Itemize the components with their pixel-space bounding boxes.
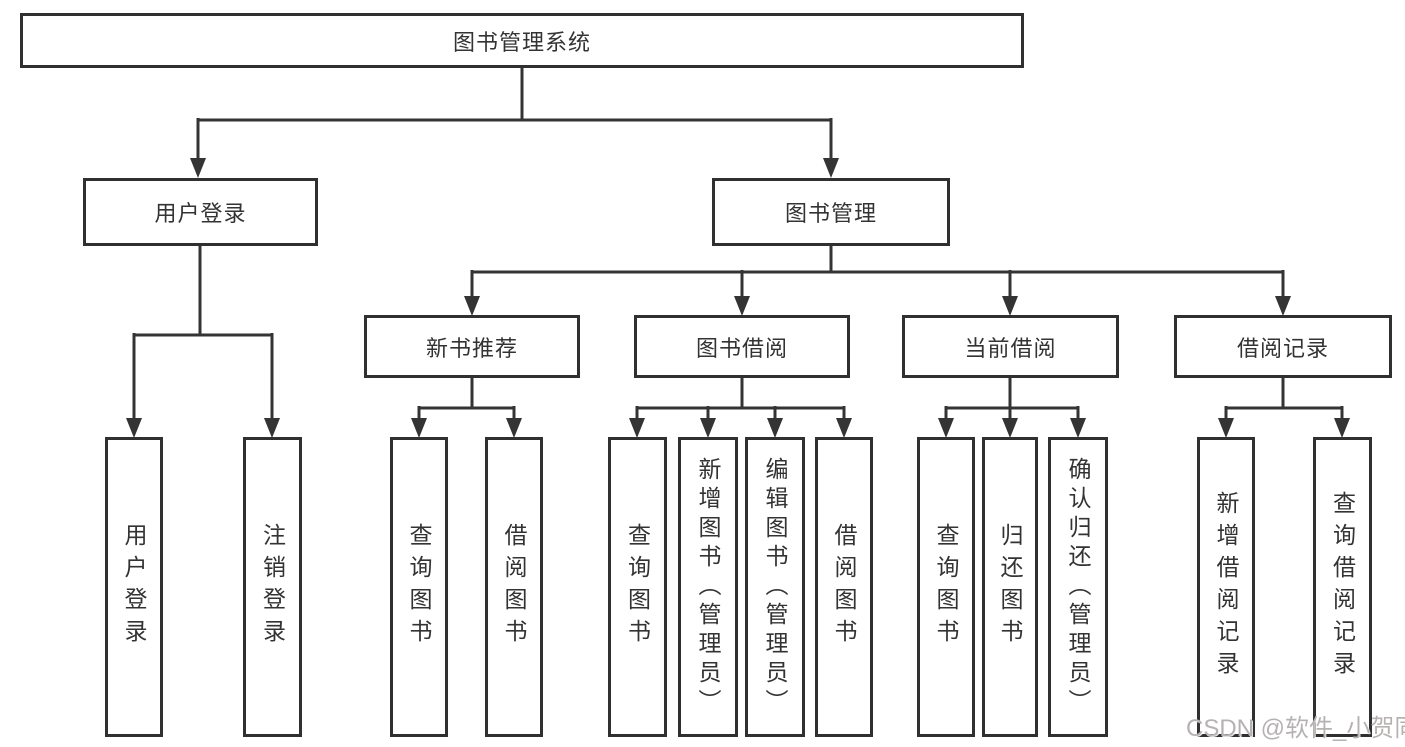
leaf-query-borrow-record-label: 查询借阅记录 xyxy=(1329,491,1356,683)
arrowheads xyxy=(126,158,1350,438)
edge-root-branch xyxy=(196,68,833,162)
leaf-borrow-books-borrowing: 借阅图书 xyxy=(815,437,873,737)
leaf-borrow-books-borrowing-label: 借阅图书 xyxy=(831,523,857,651)
edge-user-login-branch xyxy=(132,246,274,422)
leaf-edit-books-admin-label: 编辑图书（管理员） xyxy=(762,456,788,718)
node-new-book-recommendation: 新书推荐 xyxy=(364,315,580,378)
leaf-add-borrow-record: 新增借阅记录 xyxy=(1197,437,1255,737)
leaf-user-login: 用户登录 xyxy=(105,437,163,737)
leaf-add-books-admin: 新增图书（管理员） xyxy=(678,437,738,737)
node-current-borrowing: 当前借阅 xyxy=(902,315,1119,378)
leaf-query-books-borrowing-label: 查询图书 xyxy=(624,523,651,651)
leaf-query-books-current: 查询图书 xyxy=(917,437,975,737)
arrow-leaf-add-books xyxy=(700,418,716,438)
csdn-watermark: CSDN @软件_小贺同学 xyxy=(1186,715,1405,742)
arrow-new-book xyxy=(464,296,480,316)
leaf-borrow-books-new-book-label: 借阅图书 xyxy=(501,523,527,651)
arrow-leaf-query-books-cb xyxy=(938,418,954,438)
node-new-book-recommendation-label: 新书推荐 xyxy=(425,335,518,361)
leaf-query-books-new-book-label: 查询图书 xyxy=(406,523,432,651)
leaf-user-login-label: 用户登录 xyxy=(121,523,147,651)
leaf-confirm-return-admin-label: 确认归还（管理员） xyxy=(1065,456,1091,718)
leaf-query-borrow-record: 查询借阅记录 xyxy=(1313,437,1372,737)
node-user-login-label: 用户登录 xyxy=(154,201,247,226)
arrow-book-borrowing xyxy=(734,296,750,316)
leaf-logout: 注销登录 xyxy=(243,437,302,737)
edge-borrow-records-branch xyxy=(1224,378,1344,422)
node-library-system-label: 图书管理系统 xyxy=(452,29,591,55)
arrow-leaf-query-books-nb xyxy=(411,418,427,438)
leaf-query-books-borrowing: 查询图书 xyxy=(608,437,667,737)
node-borrowing-records: 借阅记录 xyxy=(1174,315,1392,378)
node-borrowing-records-label: 借阅记录 xyxy=(1236,335,1329,361)
arrow-leaf-query-books-bb xyxy=(629,418,645,438)
leaf-add-books-admin-label: 新增图书（管理员） xyxy=(695,456,721,718)
arrow-leaf-user-login xyxy=(126,418,142,438)
edge-current-borrowing-branch xyxy=(944,378,1080,422)
leaf-query-books-current-label: 查询图书 xyxy=(933,523,959,651)
leaf-add-borrow-record-label: 新增借阅记录 xyxy=(1213,491,1239,683)
arrow-leaf-borrow-books-nb xyxy=(506,418,522,438)
leaf-borrow-books-new-book: 借阅图书 xyxy=(485,437,543,737)
node-current-borrowing-label: 当前借阅 xyxy=(964,335,1057,361)
leaf-return-books: 归还图书 xyxy=(982,437,1038,737)
node-user-login: 用户登录 xyxy=(83,178,318,246)
arrow-user-login xyxy=(190,158,206,178)
arrow-leaf-confirm-return xyxy=(1070,418,1086,438)
arrow-current-borrowing xyxy=(1002,296,1018,316)
edge-book-mgmt-branch xyxy=(470,246,1285,300)
leaf-logout-label: 注销登录 xyxy=(259,523,286,651)
leaf-edit-books-admin: 编辑图书（管理员） xyxy=(745,437,805,737)
node-book-borrowing-label: 图书借阅 xyxy=(695,335,788,361)
arrow-leaf-edit-books xyxy=(767,418,783,438)
arrow-leaf-return-books xyxy=(1002,418,1018,438)
arrow-leaf-query-record xyxy=(1334,418,1350,438)
leaf-return-books-label: 归还图书 xyxy=(997,523,1023,651)
node-library-system: 图书管理系统 xyxy=(20,13,1024,68)
leaf-query-books-new-book: 查询图书 xyxy=(390,437,448,737)
arrow-leaf-borrow-books-bb xyxy=(836,418,852,438)
node-book-management-label: 图书管理 xyxy=(784,201,877,226)
edge-new-book-branch xyxy=(417,378,516,422)
arrow-leaf-add-record xyxy=(1218,418,1234,438)
node-book-borrowing: 图书借阅 xyxy=(634,315,850,378)
arrow-book-mgmt xyxy=(823,158,839,178)
arrow-leaf-logout xyxy=(264,418,280,438)
leaf-confirm-return-admin: 确认归还（管理员） xyxy=(1048,437,1108,737)
node-book-management: 图书管理 xyxy=(712,178,950,246)
edge-book-borrowing-branch xyxy=(635,378,846,422)
arrow-borrow-records xyxy=(1275,296,1291,316)
